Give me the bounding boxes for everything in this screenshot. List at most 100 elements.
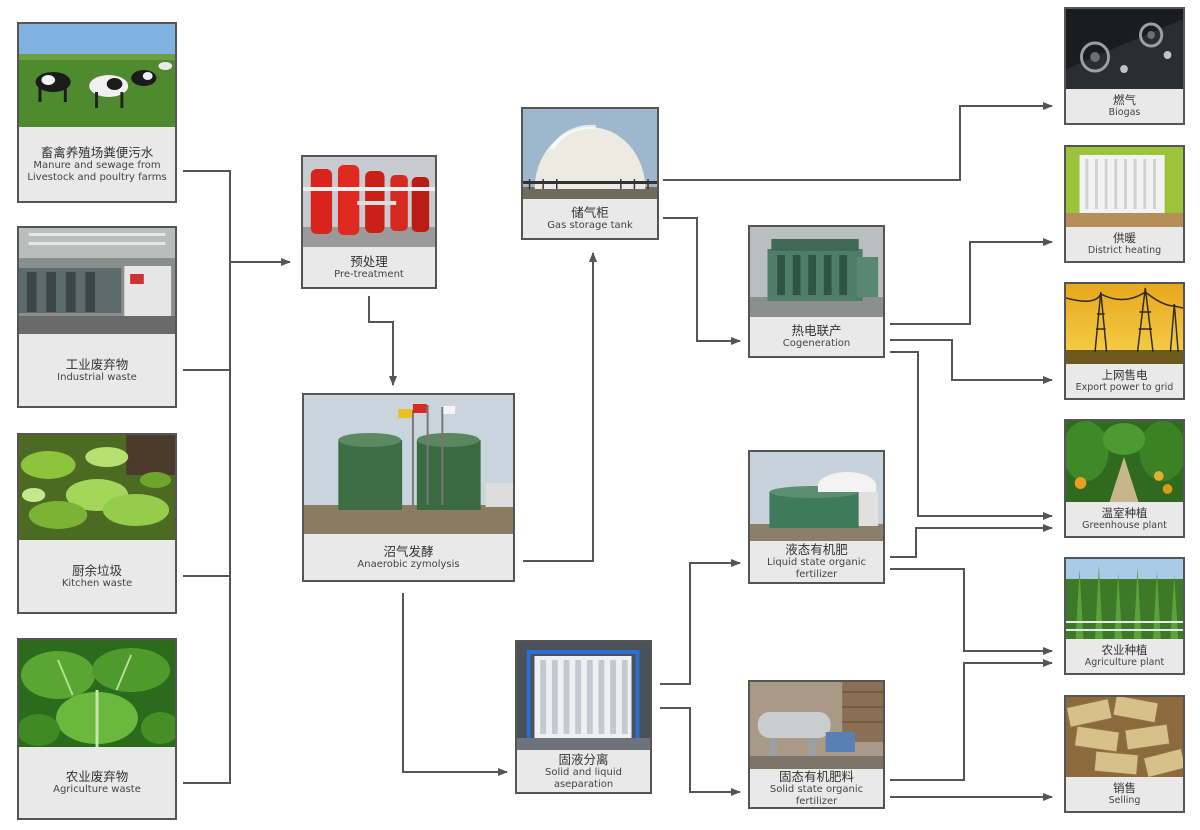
money-image [1066, 697, 1183, 777]
output-card-heating: 供暖 District heating [1064, 145, 1185, 263]
connector-gas-cogeneration [663, 217, 741, 345]
source-label-kitchen: 厨余垃圾 Kitchen waste [19, 540, 175, 612]
process-cn: 热电联产 [791, 323, 842, 338]
connector-sep-solid [660, 707, 741, 796]
source-en: Industrial waste [57, 371, 137, 383]
connector-cogen-grid [890, 339, 1053, 384]
output-cn: 农业种植 [1101, 643, 1148, 657]
generator-engine-image [750, 227, 883, 317]
process-label-solid-fertilizer: 固态有机肥料 Solid state organic fertilizer [750, 769, 883, 807]
process-en: Pre-treatment [334, 268, 404, 280]
output-label-heating: 供暖 District heating [1066, 227, 1183, 261]
vegetable-scraps-image [19, 435, 175, 540]
connector-pretreatment-anaerobic [368, 296, 397, 386]
connector-anaerobic-separation [402, 593, 508, 776]
source-cn: 农业废弃物 [65, 769, 129, 784]
process-label-pretreatment: 预处理 Pre-treatment [303, 247, 435, 287]
process-en: Gas storage tank [547, 220, 633, 231]
process-label-separation: 固液分离 Solid and liquid aseparation [517, 750, 650, 792]
gas-dome-image [523, 109, 657, 199]
digester-tanks-image [304, 395, 513, 534]
source-card-agriculture: 农业废弃物 Agriculture waste [17, 638, 177, 820]
process-label-gas-storage: 储气柜 Gas storage tank [523, 199, 657, 238]
output-cn: 销售 [1113, 781, 1136, 795]
process-card-solid-fertilizer: 固态有机肥料 Solid state organic fertilizer [748, 680, 885, 809]
source-label-agriculture: 农业废弃物 Agriculture waste [19, 747, 175, 818]
factory-interior-image [19, 228, 175, 334]
source-en: Agriculture waste [53, 784, 141, 795]
process-en: Cogeneration [782, 338, 851, 349]
output-en: District heating [1087, 245, 1162, 256]
connector-livestock [183, 170, 231, 784]
power-lines-image [1066, 284, 1183, 364]
connector-gas-biogas [663, 102, 1053, 181]
output-cn: 温室种植 [1101, 506, 1148, 520]
process-label-cogeneration: 热电联产 Cogeneration [750, 317, 883, 356]
process-cn: 沼气发酵 [383, 543, 434, 559]
process-cn: 预处理 [350, 253, 388, 269]
output-card-agriculture: 农业种植 Agriculture plant [1064, 557, 1185, 675]
storage-tank-image [750, 452, 883, 541]
output-en: Greenhouse plant [1082, 520, 1167, 531]
source-card-industrial: 工业废弃物 Industrial waste [17, 226, 177, 408]
output-card-greenhouse: 温室种植 Greenhouse plant [1064, 419, 1185, 538]
fertilizer-machine-image [750, 682, 883, 769]
output-en: Export power to grid [1075, 382, 1174, 393]
process-en: Liquid state organic fertilizer [767, 557, 866, 580]
source-en: Kitchen waste [61, 577, 133, 589]
output-card-selling: 销售 Selling [1064, 695, 1185, 813]
output-cn: 上网售电 [1101, 368, 1148, 382]
process-card-liquid-fertilizer: 液态有机肥 Liquid state organic fertilizer [748, 450, 885, 584]
process-cn: 固液分离 [558, 751, 609, 767]
output-en: Agriculture plant [1084, 657, 1165, 668]
source-card-livestock: 畜禽养殖场粪便污水 Manure and sewage from Livesto… [17, 22, 177, 203]
process-en: Solid and liquid aseparation [545, 766, 622, 790]
output-card-grid: 上网售电 Export power to grid [1064, 282, 1185, 400]
gas-stove-image [1066, 9, 1183, 89]
output-cn: 供暖 [1113, 231, 1136, 245]
process-cn: 液态有机肥 [785, 542, 848, 557]
process-card-separation: 固液分离 Solid and liquid aseparation [515, 640, 652, 794]
process-card-gas-storage: 储气柜 Gas storage tank [521, 107, 659, 240]
output-cn: 燃气 [1113, 93, 1136, 107]
process-en: Anaerobic zymolysis [357, 558, 460, 570]
source-en: Manure and sewage from Livestock and pou… [27, 159, 167, 183]
output-card-biogas: 燃气 Biogas [1064, 7, 1185, 125]
connector-liquid-agriculture [890, 568, 1053, 655]
connector-liquid-greenhouse [890, 524, 1053, 558]
process-label-anaerobic: 沼气发酵 Anaerobic zymolysis [304, 534, 513, 580]
process-cn: 固态有机肥料 [778, 768, 854, 784]
source-label-industrial: 工业废弃物 Industrial waste [19, 334, 175, 406]
process-card-cogeneration: 热电联产 Cogeneration [748, 225, 885, 358]
source-cn: 畜禽养殖场粪便污水 [40, 144, 154, 160]
source-card-kitchen: 厨余垃圾 Kitchen waste [17, 433, 177, 614]
process-label-liquid-fertilizer: 液态有机肥 Liquid state organic fertilizer [750, 541, 883, 582]
connector-solid-agriculture [890, 659, 1053, 781]
cows-image [19, 24, 175, 127]
output-label-agriculture: 农业种植 Agriculture plant [1066, 639, 1183, 673]
process-cn: 储气柜 [571, 205, 609, 220]
source-cn: 工业废弃物 [65, 356, 129, 372]
source-label-livestock: 畜禽养殖场粪便污水 Manure and sewage from Livesto… [19, 127, 175, 201]
green-leaves-image [19, 640, 175, 747]
process-card-anaerobic: 沼气发酵 Anaerobic zymolysis [302, 393, 515, 582]
greenhouse-image [1066, 421, 1183, 502]
filter-unit-image [517, 642, 650, 750]
corn-field-image [1066, 559, 1183, 639]
source-cn: 厨余垃圾 [71, 562, 122, 578]
red-tanks-image [303, 157, 435, 247]
output-en: Selling [1108, 795, 1141, 806]
output-label-greenhouse: 温室种植 Greenhouse plant [1066, 502, 1183, 536]
process-card-pretreatment: 预处理 Pre-treatment [301, 155, 437, 289]
connector-cogen-greenhouse [890, 351, 1053, 520]
process-en: Solid state organic fertilizer [769, 783, 864, 807]
connector-anaerobic-gas [523, 252, 597, 562]
output-en: Biogas [1108, 107, 1141, 118]
connector-sep-liquid [660, 559, 741, 685]
connector-cogen-heating [890, 238, 1053, 325]
radiator-image [1066, 147, 1183, 227]
output-label-selling: 销售 Selling [1066, 777, 1183, 811]
output-label-biogas: 燃气 Biogas [1066, 89, 1183, 123]
output-label-grid: 上网售电 Export power to grid [1066, 364, 1183, 398]
